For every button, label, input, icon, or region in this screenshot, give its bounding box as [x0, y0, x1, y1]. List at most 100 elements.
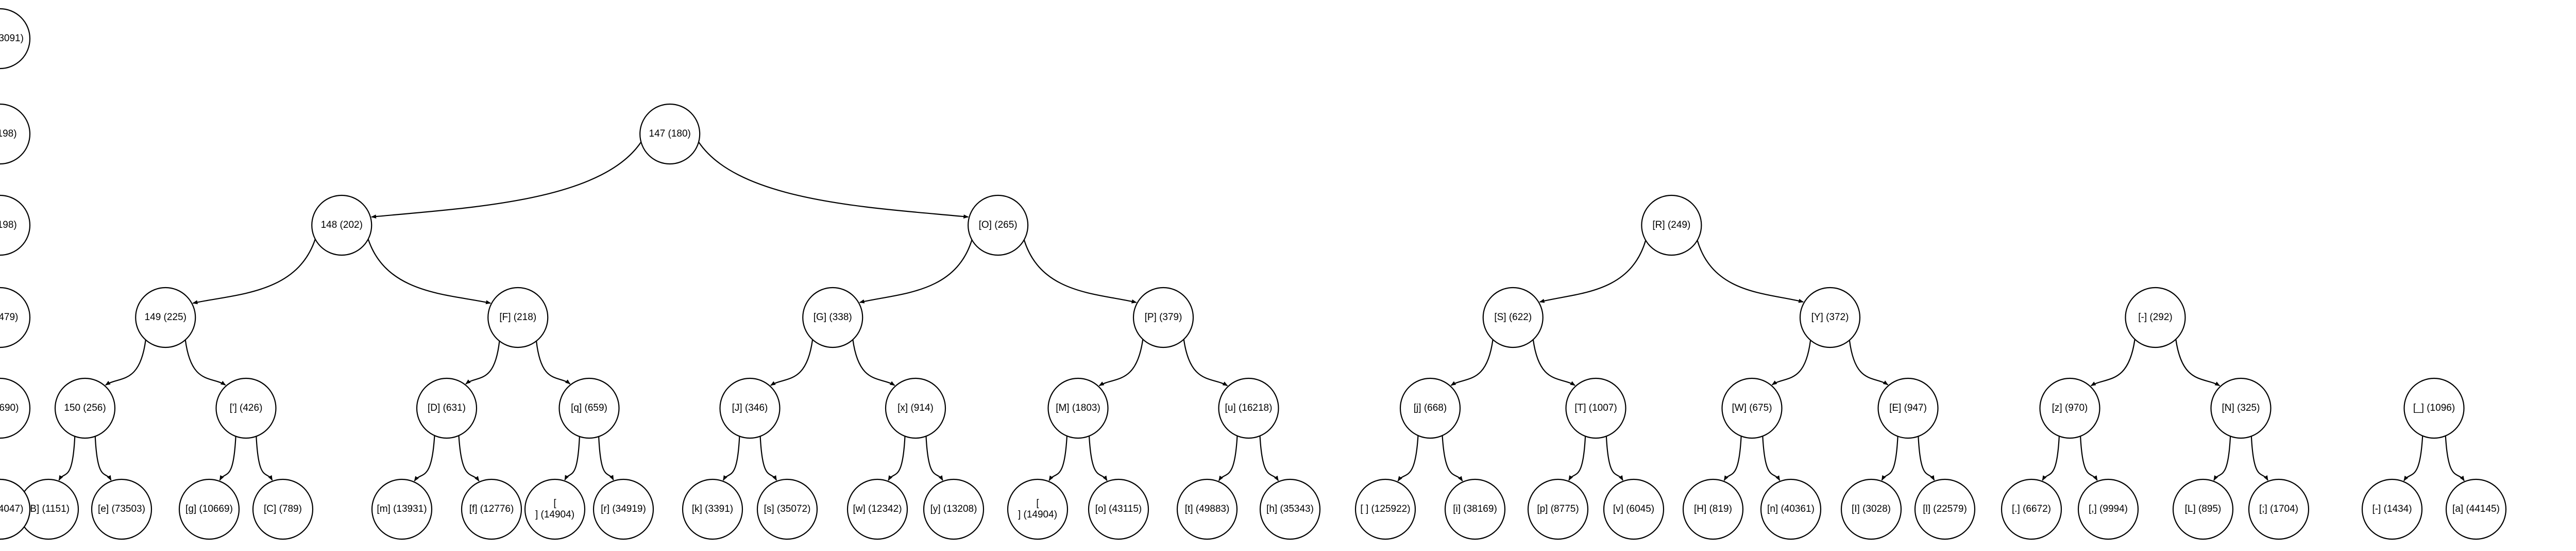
tree-node: ['] (426): [215, 377, 277, 439]
node-label: [N] (325): [2222, 403, 2260, 413]
tree-edge: [859, 239, 973, 304]
tree-edge: [1539, 240, 1647, 303]
tree-edge: [1568, 436, 1586, 481]
tree-node: [B] (1151): [18, 478, 79, 540]
tree-edge: [1218, 436, 1238, 481]
node-circle: [461, 478, 522, 540]
node-label: [u] (16218): [1225, 403, 1273, 413]
tree-node: [L] (895): [2172, 478, 2234, 540]
tree-edge: [192, 239, 316, 305]
node-circle: [311, 194, 372, 256]
node-label: [C] (789): [264, 504, 302, 514]
tree-edge: [925, 436, 943, 481]
tree-node: [S] (622): [1482, 287, 1544, 348]
node-circle: [1877, 377, 1939, 439]
tree-node: [e] (73503): [91, 478, 152, 540]
tree-edge: [219, 436, 236, 481]
tree-node: [w] (12342): [846, 478, 908, 540]
tree-node: [A] (690): [0, 377, 31, 439]
node-label: [r] (34919): [601, 504, 646, 514]
tree-node: [D] (631): [416, 377, 478, 439]
node-circle: [885, 377, 946, 439]
tree-edge: [458, 435, 480, 481]
node-circle: [1840, 478, 1902, 540]
tree-edge: [94, 436, 112, 481]
tree-edge: [58, 436, 76, 481]
node-label: [] (14904): [1018, 498, 1057, 520]
tree-edge: [2042, 436, 2060, 481]
node-label: [p] (8775): [1537, 504, 1579, 514]
tree-edge: [2213, 436, 2231, 481]
tree-edge: [2403, 436, 2424, 481]
node-circle: [2248, 478, 2310, 540]
node-circle: [2001, 478, 2062, 540]
node-label: [l] (22579): [1923, 504, 1967, 514]
node-label: [t] (49883): [1185, 504, 1230, 514]
node-label: [B] (1151): [27, 504, 70, 514]
node-circle: [252, 478, 314, 540]
node-label: [j] (668): [1414, 403, 1447, 413]
node-circle: [2172, 478, 2234, 540]
node-label: [D] (631): [428, 403, 466, 413]
tree-node: [f] (12776): [461, 478, 522, 540]
tree-nodes: [d] (23091)147 (180)[|] (198)148 (202)[O…: [0, 8, 2507, 540]
node-label: [h] (35343): [1266, 504, 1314, 514]
tree-node: [-] (292): [2125, 287, 2186, 348]
tree-node: [] (14904): [1007, 478, 1069, 540]
tree-edge: [1450, 339, 1494, 386]
node-circle: [0, 194, 31, 256]
node-circle: [1444, 478, 1506, 540]
node-label: [o] (43115): [1095, 504, 1142, 514]
tree-node: [I] (3028): [1840, 478, 1902, 540]
tree-node: [N] (325): [2210, 377, 2272, 439]
node-circle: [2445, 478, 2507, 540]
node-circle: [802, 287, 863, 348]
node-label: [i] (38169): [1453, 504, 1497, 514]
node-circle: [524, 478, 586, 540]
node-label: [d] (23091): [0, 33, 24, 44]
node-label: [A] (690): [0, 403, 19, 413]
node-circle: [1482, 287, 1544, 348]
node-label: [M] (1803): [1056, 403, 1100, 413]
tree-node: 147 (180): [639, 103, 701, 165]
tree-node: [i] (38169): [1444, 478, 1506, 540]
node-label: [-] (1434): [2372, 504, 2412, 514]
node-label: [] (14904): [535, 498, 574, 520]
node-label: [f] (12776): [469, 504, 514, 514]
tree-edge: [1532, 339, 1575, 386]
tree-edge: [1183, 339, 1228, 387]
node-circle: [2039, 377, 2100, 439]
node-label: [e] (73503): [98, 504, 145, 514]
tree-node: [P] (379): [1132, 287, 1194, 348]
node-circle: [0, 287, 31, 348]
tree-node: [h] (35343): [1259, 478, 1321, 540]
node-circle: [846, 478, 908, 540]
node-circle: [1007, 478, 1069, 540]
tree-node: [q] (659): [558, 377, 620, 439]
tree-edge: [759, 436, 777, 481]
node-label: [Y] (372): [1811, 312, 1849, 323]
node-circle: [1527, 478, 1589, 540]
node-label: [c] (14047): [0, 504, 23, 514]
node-circle: [1721, 377, 1783, 439]
node-label: [;] (1704): [2259, 504, 2298, 514]
tree-edge: [2080, 436, 2098, 481]
tree-node: [-] (1434): [2361, 478, 2423, 540]
node-label: [x] (914): [897, 403, 934, 413]
node-label: [S] (622): [1494, 312, 1532, 323]
node-label: [a] (44145): [2452, 504, 2500, 514]
node-label: [R] (249): [1652, 220, 1690, 230]
tree-node: [|] (198): [0, 103, 31, 165]
node-label: [W] (675): [1732, 403, 1772, 413]
tree-node: [] (14904): [524, 478, 586, 540]
tree-edge: [1849, 340, 1889, 386]
tree-node: [.] (6672): [2001, 478, 2062, 540]
node-circle: [682, 478, 743, 540]
node-circle: [639, 103, 701, 165]
node-circle: [1176, 478, 1238, 540]
node-label: [v] (6045): [1613, 504, 1654, 514]
tree-node: [c] (14047): [0, 478, 31, 540]
node-circle: [1047, 377, 1109, 439]
node-label: [P] (379): [1145, 312, 1182, 323]
tree-node: [n] (40361): [1760, 478, 1822, 540]
